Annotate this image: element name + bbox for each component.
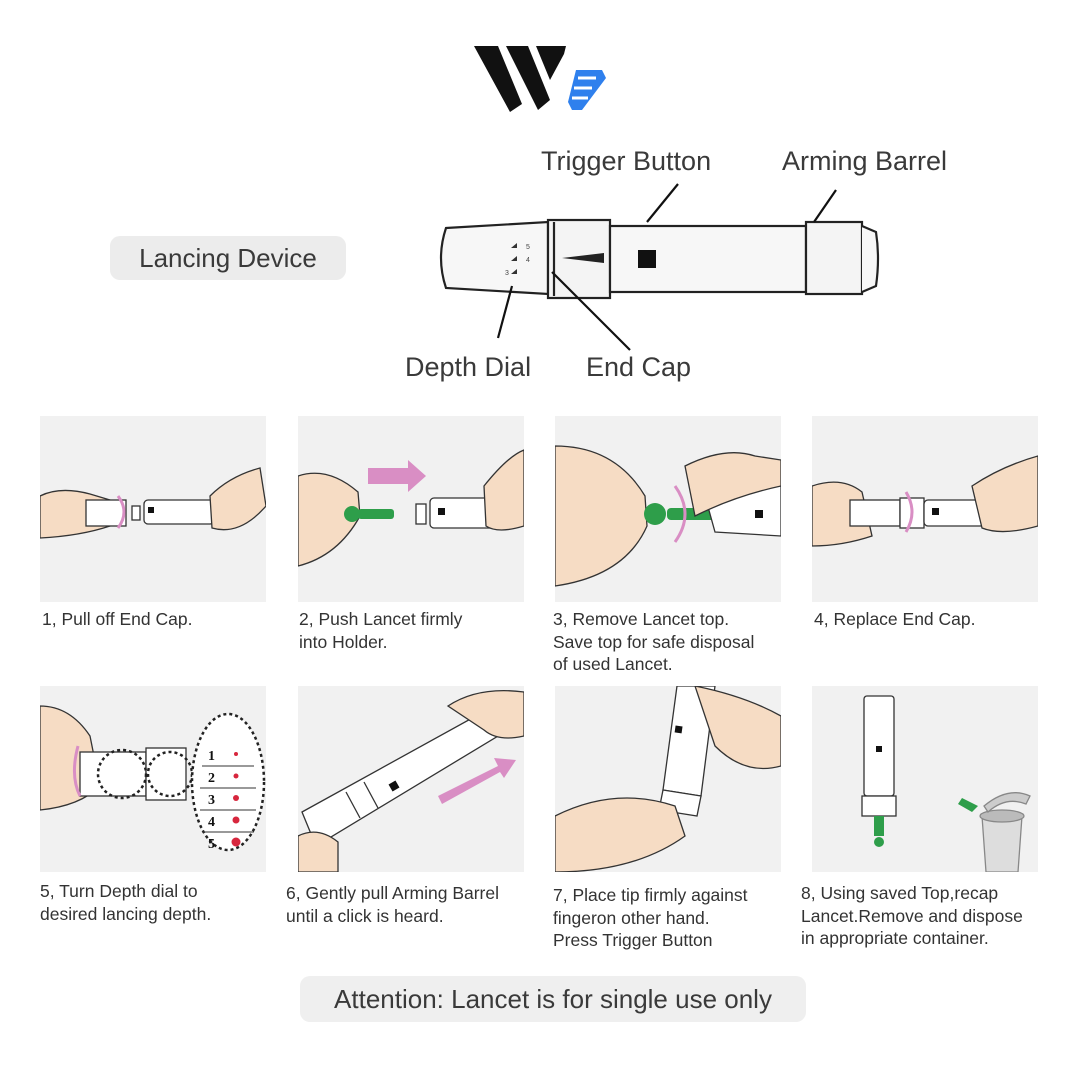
label-end-cap: End Cap xyxy=(586,352,692,382)
step-1-panel xyxy=(40,416,266,602)
label-depth-dial: Depth Dial xyxy=(405,352,532,382)
step-4-panel xyxy=(812,416,1038,602)
press-trigger-illustration xyxy=(555,686,781,872)
attention-banner: Attention: Lancet is for single use only xyxy=(300,976,806,1022)
step-8-panel xyxy=(812,686,1038,872)
depth-level-2: 2 xyxy=(208,771,215,786)
lancing-device-title: Lancing Device xyxy=(110,236,346,280)
step-5-panel: 1 2 3 4 5 xyxy=(40,686,266,872)
label-trigger-button: Trigger Button xyxy=(541,146,712,176)
dispose-lancet-illustration xyxy=(861,695,1031,872)
lancing-device-diagram: 5 4 3 xyxy=(439,183,880,351)
step-2-panel xyxy=(298,416,524,602)
step-7-panel xyxy=(555,686,781,872)
pull-cap-illustration xyxy=(40,467,266,539)
step-3-panel xyxy=(555,416,781,602)
depth-level-5: 5 xyxy=(208,837,215,852)
step-4-caption: 4, Replace End Cap. xyxy=(814,609,976,629)
step-6-caption: 6, Gently pull Arming Barrel until a cli… xyxy=(286,883,500,926)
depth-mark-5: 5 xyxy=(526,244,530,251)
push-lancet-illustration xyxy=(298,449,524,567)
depth-mark-3: 3 xyxy=(505,270,509,277)
step-7-caption: 7, Place tip firmly against fingeron oth… xyxy=(553,885,748,950)
depth-dial-illustration: 1 2 3 4 5 xyxy=(40,705,266,852)
twist-lancet-illustration xyxy=(555,445,781,587)
arming-barrel-illustration xyxy=(298,689,524,872)
depth-level-3: 3 xyxy=(208,793,215,808)
depth-level-1: 1 xyxy=(208,749,215,764)
step-3-caption: 3, Remove Lancet top. Save top for safe … xyxy=(553,609,755,674)
brand-logo xyxy=(470,40,610,118)
label-arming-barrel: Arming Barrel xyxy=(782,146,948,176)
step-2-caption: 2, Push Lancet firmly into Holder. xyxy=(299,609,463,652)
trigger-square-icon xyxy=(638,250,656,268)
step-5-caption: 5, Turn Depth dial to desired lancing de… xyxy=(40,881,212,924)
replace-cap-illustration xyxy=(812,455,1038,547)
step-1-caption: 1, Pull off End Cap. xyxy=(42,609,193,629)
step-8-caption: 8, Using saved Top,recap Lancet.Remove a… xyxy=(801,883,1023,948)
wz-logo-icon xyxy=(474,46,606,112)
depth-level-4: 4 xyxy=(208,815,215,830)
step-6-panel xyxy=(298,686,524,872)
depth-mark-4: 4 xyxy=(526,257,530,264)
